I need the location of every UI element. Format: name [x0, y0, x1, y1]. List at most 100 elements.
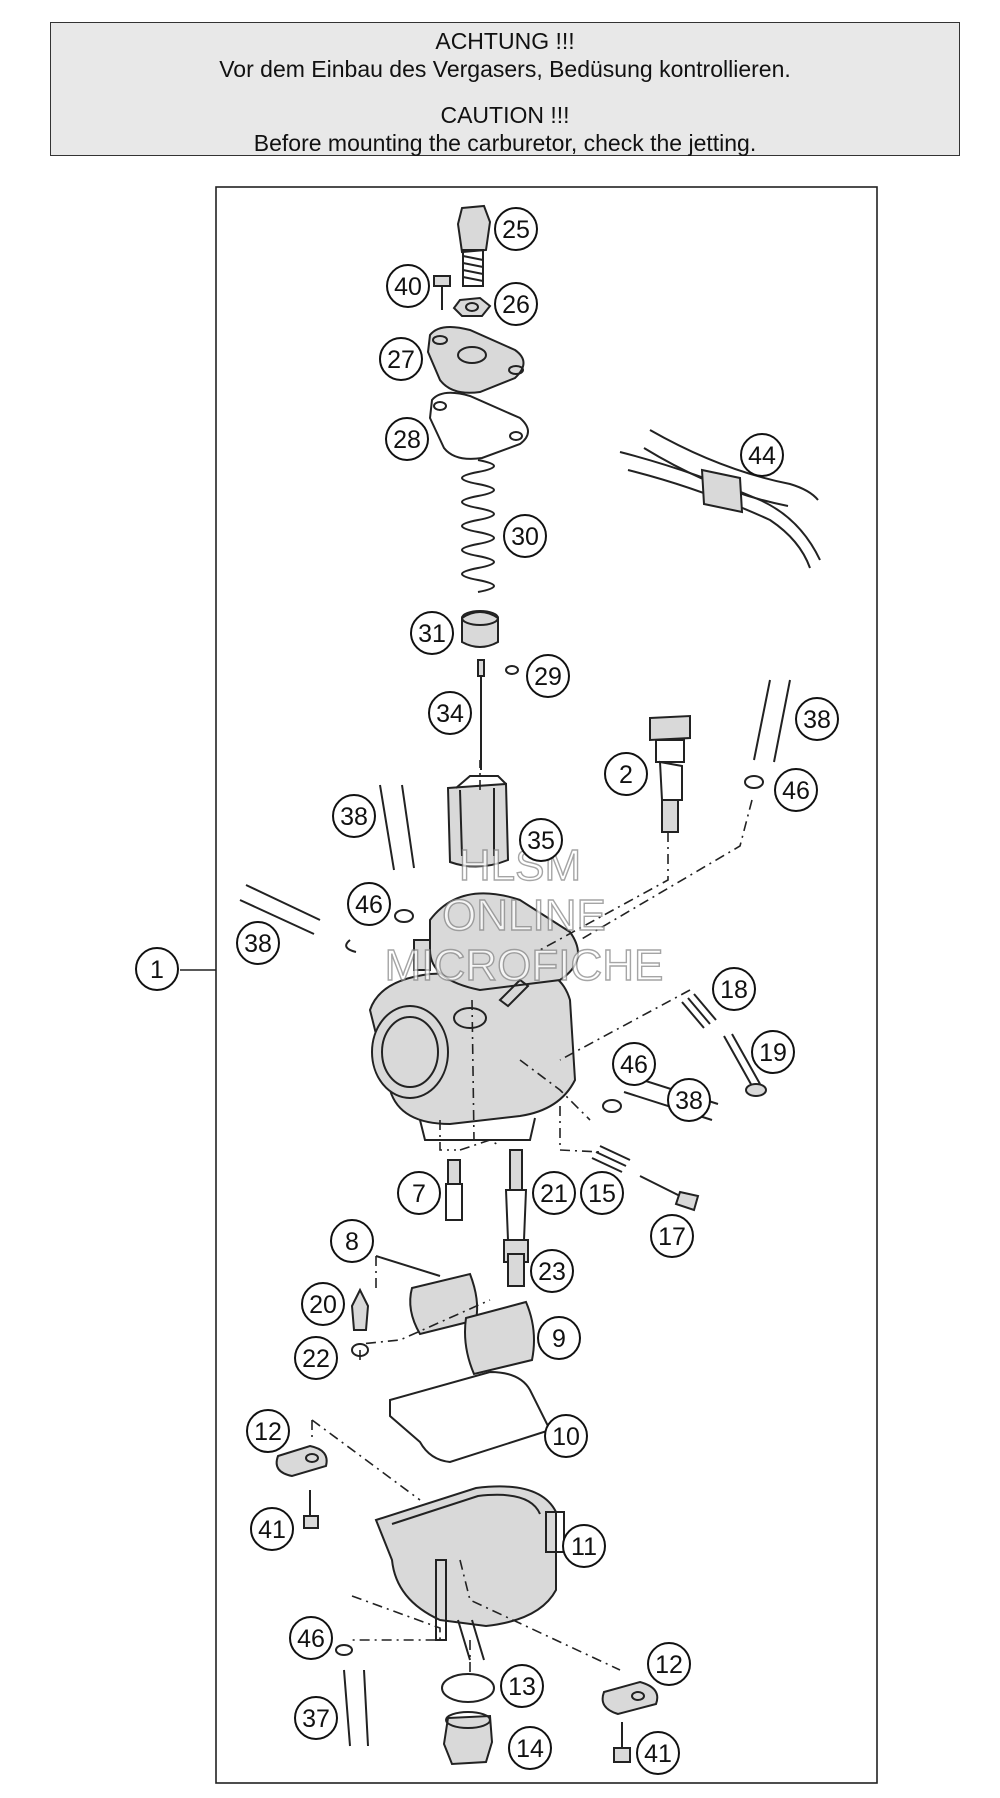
bracket-plate-part [601, 1680, 659, 1716]
callout-15: 15 [580, 1171, 624, 1215]
svg-text:21: 21 [540, 1180, 568, 1208]
callout-17: 17 [650, 1214, 694, 1258]
svg-text:41: 41 [258, 1516, 286, 1544]
svg-text:40: 40 [394, 273, 422, 301]
svg-text:14: 14 [516, 1735, 544, 1763]
svg-text:34: 34 [436, 700, 464, 728]
svg-text:25: 25 [502, 216, 530, 244]
svg-text:38: 38 [244, 930, 272, 958]
svg-text:18: 18 [720, 976, 748, 1004]
needle-jet-part [503, 1149, 529, 1263]
watermark-line-1: HLSM [459, 841, 581, 890]
callout-30: 30 [503, 514, 547, 558]
hose-clip-part [345, 939, 357, 953]
bowl-screw-part [303, 1490, 319, 1529]
svg-text:1: 1 [150, 956, 164, 984]
cover-gasket-part [428, 391, 529, 460]
watermark-line-2: ONLINE [442, 891, 606, 940]
svg-text:23: 23 [538, 1258, 566, 1286]
callout-12-bottom: 12 [647, 1642, 691, 1686]
notice-text-de: Vor dem Einbau des Vergasers, Bedüsung k… [219, 56, 791, 82]
callout-22: 22 [294, 1336, 338, 1380]
main-jet-part [507, 1253, 525, 1287]
svg-text:11: 11 [571, 1533, 597, 1561]
svg-text:2: 2 [619, 761, 633, 789]
callout-29: 29 [526, 654, 570, 698]
callout-46-right-mid: 46 [612, 1042, 656, 1086]
float-bowl-part [374, 1485, 565, 1661]
svg-text:26: 26 [502, 291, 530, 319]
drain-plug-part [442, 1711, 494, 1766]
callout-25: 25 [494, 207, 538, 251]
svg-text:30: 30 [511, 523, 539, 551]
svg-text:46: 46 [297, 1625, 325, 1653]
adjust-spring-part [681, 993, 717, 1029]
callout-37: 37 [294, 1696, 338, 1740]
small-screw-part [433, 275, 451, 310]
callout-26: 26 [494, 282, 538, 326]
pilot-jet-part [445, 1159, 463, 1221]
notice-text-en: Before mounting the carburetor, check th… [253, 130, 757, 156]
callout-34: 34 [428, 691, 472, 735]
svg-text:35: 35 [527, 827, 555, 855]
callout-31: 31 [410, 611, 454, 655]
notice-title-de: ACHTUNG !!! [435, 28, 575, 54]
callout-38-left-mid: 38 [332, 794, 376, 838]
svg-text:27: 27 [387, 346, 415, 374]
needle-retainer-part [461, 610, 499, 648]
svg-text:10: 10 [552, 1423, 580, 1451]
svg-text:38: 38 [340, 803, 368, 831]
svg-text:37: 37 [302, 1705, 330, 1733]
svg-text:9: 9 [552, 1325, 566, 1353]
svg-text:38: 38 [803, 706, 831, 734]
svg-text:38: 38 [675, 1087, 703, 1115]
float-part [375, 1255, 535, 1376]
bowl-screw-part [613, 1722, 631, 1763]
svg-text:8: 8 [345, 1228, 359, 1256]
callout-10: 10 [544, 1414, 588, 1458]
callout-21: 21 [532, 1171, 576, 1215]
idle-spring-part [591, 1145, 631, 1173]
callout-35: 35 [519, 818, 563, 862]
callout-19: 19 [751, 1030, 795, 1074]
svg-text:15: 15 [588, 1180, 616, 1208]
needle-clip-part [505, 665, 519, 675]
svg-text:12: 12 [655, 1651, 683, 1679]
vent-hose-part [379, 784, 415, 871]
adjusting-screw-part [456, 204, 492, 287]
svg-text:7: 7 [412, 1180, 426, 1208]
watermark-line-3: MICROFICHE [385, 941, 664, 990]
callout-38-right-top: 38 [795, 697, 839, 741]
hose-clip-part [394, 909, 414, 923]
callout-40: 40 [386, 264, 430, 308]
callout-38-left: 38 [236, 921, 280, 965]
svg-text:19: 19 [759, 1039, 787, 1067]
callout-9: 9 [537, 1316, 581, 1360]
callout-14: 14 [508, 1726, 552, 1770]
svg-text:46: 46 [782, 777, 810, 805]
hose-clip-part [744, 775, 764, 789]
float-bowl-gasket-part [389, 1370, 552, 1464]
hose-bundle-part [619, 429, 821, 569]
svg-text:13: 13 [508, 1673, 536, 1701]
carburetor-cover-part [426, 325, 525, 394]
callout-38-right-low: 38 [667, 1078, 711, 1122]
caution-notice-box: ACHTUNG !!! Vor dem Einbau des Vergasers… [50, 22, 960, 156]
svg-text:17: 17 [658, 1223, 686, 1251]
callout-28: 28 [385, 417, 429, 461]
callout-1: 1 [135, 947, 179, 991]
throttle-slide-part [446, 775, 510, 868]
svg-text:20: 20 [309, 1291, 337, 1319]
svg-text:46: 46 [355, 891, 383, 919]
vent-hose-part [239, 884, 321, 935]
idle-screw-part [639, 1175, 700, 1212]
jet-needle-part [477, 659, 485, 770]
bracket-plate-part [275, 1444, 328, 1478]
watermark: HLSM ONLINE MICROFICHE [384, 840, 664, 990]
assembly-frame [215, 186, 878, 1784]
notice-title-en: CAUTION !!! [440, 102, 570, 128]
hose-clip-part [335, 1644, 353, 1656]
callout-46-left: 46 [347, 882, 391, 926]
svg-text:12: 12 [254, 1418, 282, 1446]
